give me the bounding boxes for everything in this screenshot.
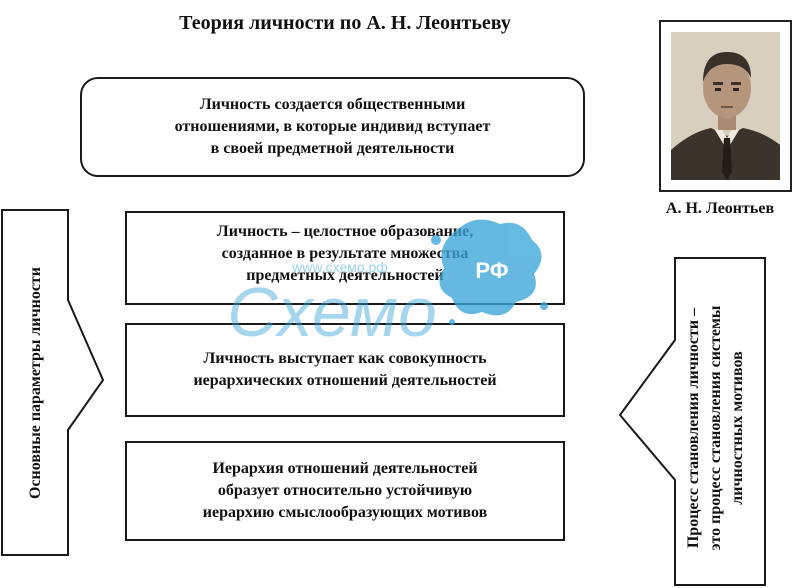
right-label-line-3: личностных мотивов <box>729 351 746 505</box>
definition-line-2: отношениями, в которые индивид вступает <box>174 118 491 135</box>
portrait-caption: А. Н. Леонтьев <box>665 200 775 217</box>
parameter-3-line-2: образует относительно устойчивую <box>217 482 473 499</box>
portrait-frame <box>659 20 792 192</box>
parameter-1-line-1: Личность – целостное образование, <box>216 223 474 240</box>
parameter-2-line-2: иерархических отношений деятельностей <box>193 372 497 389</box>
parameter-1-line-2: созданное в результате множества <box>221 245 469 262</box>
parameter-1-line-3: предметных деятельностей <box>246 267 444 284</box>
parameter-box-1: Личность – целостное образование, создан… <box>125 211 565 305</box>
parameter-box-3: Иерархия отношений деятельностей образуе… <box>125 441 565 541</box>
definition-line-3: в своей предметной деятельности <box>210 140 455 157</box>
portrait-photo <box>671 32 780 180</box>
person-silhouette-icon <box>671 32 780 180</box>
right-arrow-shape <box>618 257 766 586</box>
parameter-2-line-1: Личность выступает как совокупность <box>203 350 487 367</box>
parameter-3-line-1: Иерархия отношений деятельностей <box>212 460 478 477</box>
right-arrow-label: Процесс становления личности – это проце… <box>680 283 752 573</box>
left-arrow-label: Основные параметры личности <box>27 267 44 499</box>
right-label-line-1: Процесс становления личности – <box>685 307 702 549</box>
parameter-3-line-3: иерархию смыслообразующих мотивов <box>202 504 488 521</box>
definition-line-1: Личность создается общественными <box>199 96 466 113</box>
parameter-box-2: Личность выступает как совокупность иера… <box>125 323 565 417</box>
page-title: Теория личности по А. Н. Леонтьеву <box>179 12 511 34</box>
right-label-line-2: это процесс становления системы <box>707 305 724 551</box>
left-arrow-shape <box>1 209 105 556</box>
definition-box: Личность создается общественными отношен… <box>80 77 585 177</box>
